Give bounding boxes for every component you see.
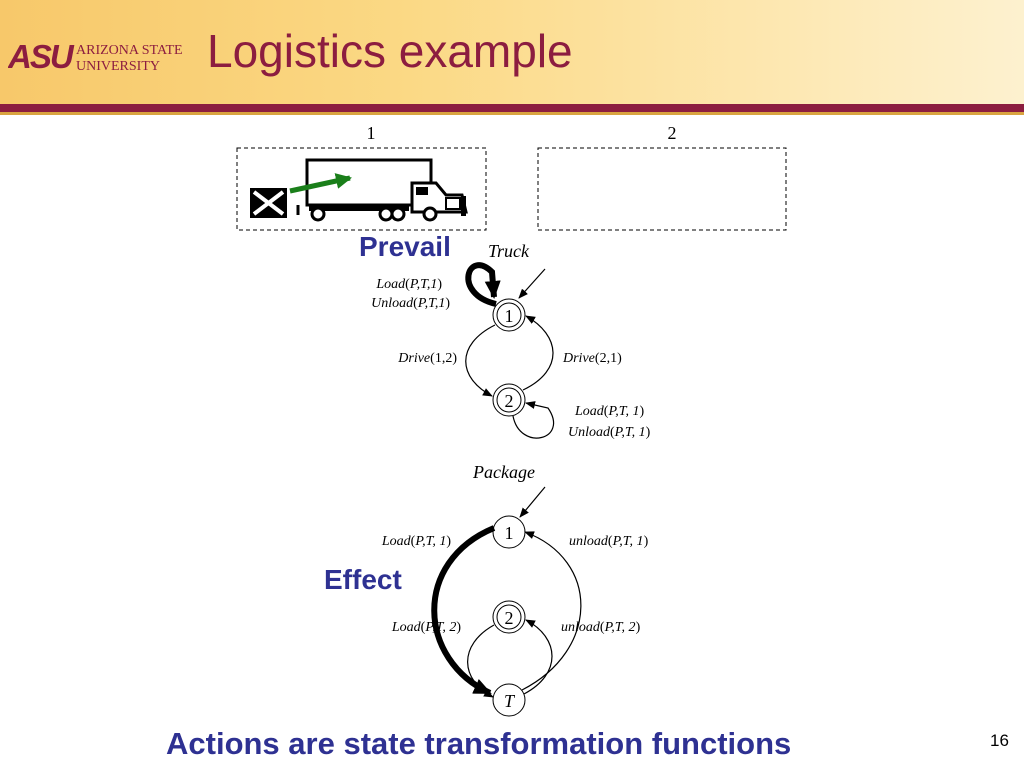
truck-node-2: 2: [492, 383, 526, 417]
package-unload-T-1: [521, 531, 582, 691]
package-crate-icon: [250, 188, 287, 218]
asu-logo: ASU Arizona State University: [8, 38, 183, 74]
truck-drive-right-label: Drive(2,1): [562, 351, 622, 366]
package-node-T-label: T: [504, 691, 516, 711]
effect-label: Effect: [324, 564, 402, 595]
location-2-box: [537, 147, 787, 231]
package-effect-edge: [431, 525, 496, 696]
header-rule-maroon: [0, 104, 1024, 112]
package-node-2-label: 2: [505, 608, 514, 628]
truck-loop2-label-line1: Load(P,T, 1): [574, 404, 644, 419]
truck-icon: [296, 158, 468, 222]
truck-prevail-loop: [465, 262, 501, 307]
header-rule-gold: [0, 112, 1024, 115]
package-load1-label: Load(P,T, 1): [381, 534, 451, 549]
package-load-2-T: [467, 624, 495, 698]
package-unload2-label: unload(P,T, 2): [561, 620, 641, 635]
asu-logo-mark: ASU: [8, 38, 75, 74]
truck-drive-left-label: Drive(1,2): [397, 351, 457, 366]
asu-logo-line2: University: [76, 59, 160, 74]
package-unload1-label: unload(P,T, 1): [569, 534, 649, 549]
package-node-1-label: 1: [505, 523, 514, 543]
asu-logo-line1: Arizona State: [76, 43, 183, 58]
package-load2-label: Load(P,T, 2): [391, 620, 461, 635]
truck-loop-2: [512, 401, 555, 439]
location-1-box: [236, 147, 487, 231]
slide-title: Logistics example: [207, 25, 573, 77]
package-node-1: 1: [492, 515, 526, 549]
truck-node-1: 1: [492, 298, 526, 332]
truck-graph-name: Truck: [488, 241, 530, 261]
load-arrow-green: [289, 173, 352, 194]
truck-node-1-label: 1: [505, 306, 514, 326]
truck-drive-1-2: [465, 324, 496, 397]
package-node-2: 2: [492, 600, 526, 634]
truck-drive-2-1: [522, 315, 554, 391]
package-graph-name: Package: [472, 462, 535, 482]
header-banner: [0, 0, 1024, 104]
truck-node-2-label: 2: [505, 391, 514, 411]
truck-loop1-label-line1: Load(P,T,1): [375, 277, 442, 292]
footer-caption: Actions are state transformation functio…: [166, 726, 792, 761]
truck-start-arrow: [518, 268, 546, 299]
location-1-label: 1: [367, 123, 376, 143]
package-node-T: T: [492, 683, 526, 717]
page-number: 16: [990, 731, 1009, 750]
truck-loop2-label-line2: Unload(P,T, 1): [568, 425, 651, 440]
location-2-label: 2: [668, 123, 677, 143]
package-unload-T-2: [523, 619, 553, 695]
truck-loop1-label-line2: Unload(P,T,1): [371, 296, 450, 311]
prevail-label: Prevail: [359, 231, 451, 262]
package-start-arrow: [519, 486, 546, 518]
